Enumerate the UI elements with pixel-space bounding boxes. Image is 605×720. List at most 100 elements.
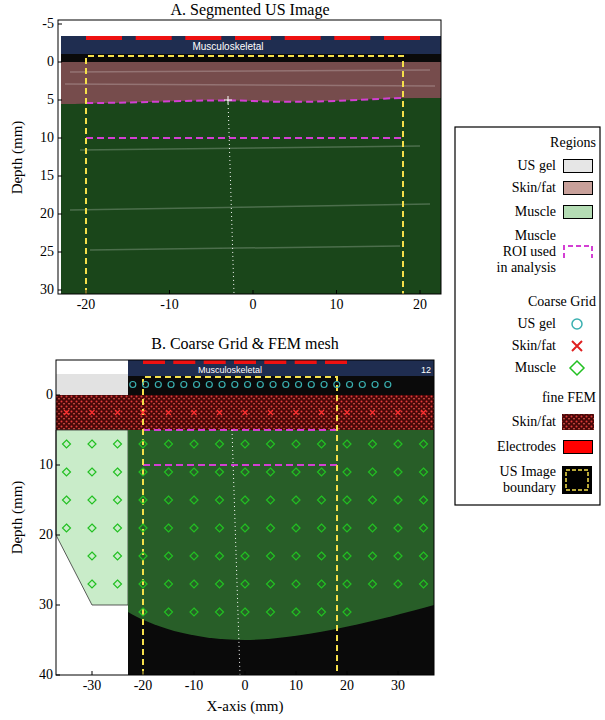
muscle-node <box>420 580 428 588</box>
muscle-node <box>88 440 96 448</box>
gel-node <box>359 382 365 388</box>
muscle-node <box>420 496 428 504</box>
roi-bottom <box>86 137 403 139</box>
muscle-node <box>114 552 122 560</box>
muscle-node <box>139 440 147 448</box>
gel-node <box>385 382 391 388</box>
electrode <box>173 360 195 364</box>
panel-b-image <box>56 360 434 675</box>
panel-title: B. Coarse Grid & FEM mesh <box>149 335 341 353</box>
muscle-node <box>216 580 224 588</box>
roi-bottom <box>143 464 337 466</box>
muscle-node <box>241 608 249 616</box>
panel-title-text: A. Segmented US Image <box>170 1 329 19</box>
muscle-node <box>318 552 326 560</box>
muscle-node <box>216 468 224 476</box>
muscle-node <box>241 440 249 448</box>
tick-label: 30 <box>391 678 405 694</box>
muscle-node <box>139 468 147 476</box>
image-symbol <box>562 466 592 494</box>
muscle-node <box>394 468 402 476</box>
muscle-node <box>241 552 249 560</box>
electrode <box>295 360 317 364</box>
muscle-node <box>267 468 275 476</box>
legend-label: Skin/fat <box>512 414 556 430</box>
tick-label: -20 <box>77 297 96 313</box>
muscle-node <box>292 608 300 616</box>
muscle-node <box>63 524 71 532</box>
muscle-node <box>190 496 198 504</box>
streak <box>65 84 435 86</box>
scan-line <box>232 430 240 675</box>
muscle-node <box>343 496 351 504</box>
muscle-node <box>369 552 377 560</box>
muscle-node <box>165 608 173 616</box>
muscle-node <box>241 496 249 504</box>
skin-node <box>115 410 120 415</box>
gel-node <box>270 382 276 388</box>
muscle-node <box>318 524 326 532</box>
skin-node <box>141 410 146 415</box>
muscle-node <box>394 552 402 560</box>
skin-fat-region <box>61 62 441 104</box>
muscle-node <box>343 552 351 560</box>
gel-node <box>168 382 174 388</box>
electrode <box>264 360 286 364</box>
scan-line <box>228 100 234 294</box>
muscle-node <box>114 468 122 476</box>
muscle-node <box>216 608 224 616</box>
muscle-node <box>216 552 224 560</box>
tick-label: 20 <box>340 678 354 694</box>
tick-label: 0 <box>46 387 53 403</box>
gel-node <box>321 382 327 388</box>
muscle-node <box>343 468 351 476</box>
tick-label: 10 <box>39 457 53 473</box>
muscle-node <box>190 524 198 532</box>
axis-title: Depth (mm) <box>10 480 27 554</box>
muscle-node <box>369 468 377 476</box>
electrode <box>234 360 256 364</box>
muscle-node <box>165 468 173 476</box>
tick-label: 20 <box>40 206 54 222</box>
legend-heading: fine FEM <box>542 390 596 406</box>
skin-node <box>166 410 171 415</box>
gel-node <box>347 382 353 388</box>
muscle-node <box>420 524 428 532</box>
tick-label: 25 <box>40 244 54 260</box>
gel-node <box>232 382 238 388</box>
muscle-node <box>165 580 173 588</box>
electrode <box>285 36 321 40</box>
electrode <box>235 36 271 40</box>
image-boundary <box>143 377 337 675</box>
muscle-node <box>88 468 96 476</box>
muscle-node <box>318 608 326 616</box>
scanner-bar <box>61 36 441 54</box>
legend-label: Skin/fat <box>512 338 556 354</box>
muscle-node <box>420 440 428 448</box>
tick-label: 10 <box>289 678 303 694</box>
muscle-node <box>343 440 351 448</box>
gel-region <box>56 374 128 395</box>
skin-node <box>268 410 273 415</box>
muscle-node <box>241 580 249 588</box>
tick-marks <box>58 24 420 294</box>
muscle-node <box>114 580 122 588</box>
muscle-node <box>267 580 275 588</box>
muscle-node <box>88 552 96 560</box>
muscle-node <box>318 496 326 504</box>
muscle-node <box>165 496 173 504</box>
tick-label: -10 <box>185 678 204 694</box>
gel-node <box>296 382 302 388</box>
legend-swatch <box>563 159 593 173</box>
gel-node <box>181 382 187 388</box>
muscle-extension <box>56 430 128 605</box>
muscle-node <box>267 608 275 616</box>
legend-label: US gel <box>518 158 557 174</box>
gel-node <box>245 382 251 388</box>
tissue-streaks <box>65 70 435 250</box>
panel-a-image <box>58 20 441 294</box>
skin-node <box>90 410 95 415</box>
muscle-node <box>241 468 249 476</box>
panel-title: A. Segmented US Image <box>168 1 331 19</box>
